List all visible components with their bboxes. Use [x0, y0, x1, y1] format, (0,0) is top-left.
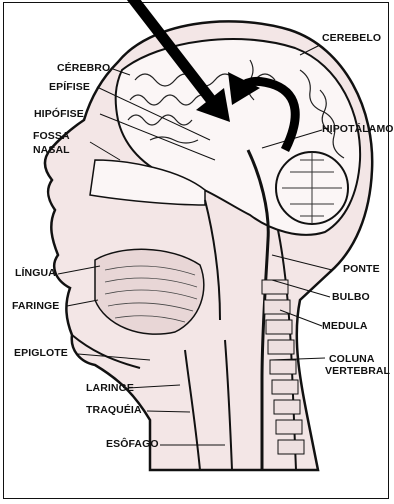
label-esofago: ESÔFAGO — [106, 439, 159, 450]
label-vertebral: VERTEBRAL — [325, 366, 390, 377]
label-medula: MEDULA — [322, 321, 368, 332]
label-epiglote: EPIGLOTE — [14, 348, 68, 359]
label-nasal: NASAL — [33, 145, 70, 156]
label-fossa: FOSSA — [33, 131, 70, 142]
tongue — [95, 249, 204, 334]
label-coluna: COLUNA — [329, 354, 375, 365]
label-bulbo: BULBO — [332, 292, 370, 303]
label-epifise: EPÍFISE — [49, 82, 90, 93]
label-faringe: FARINGE — [12, 301, 59, 312]
label-cerebro: CÉREBRO — [57, 63, 110, 74]
label-traqueia: TRAQUÉIA — [86, 405, 142, 416]
label-laringe: LARINGE — [86, 383, 134, 394]
label-ponte: PONTE — [343, 264, 380, 275]
label-hipofise: HIPÓFISE — [34, 109, 84, 120]
label-cerebelo: CEREBELO — [322, 33, 381, 44]
label-lingua: LÍNGUA — [15, 268, 56, 279]
label-hipotalamo: HIPOTÁLAMO — [322, 124, 394, 135]
